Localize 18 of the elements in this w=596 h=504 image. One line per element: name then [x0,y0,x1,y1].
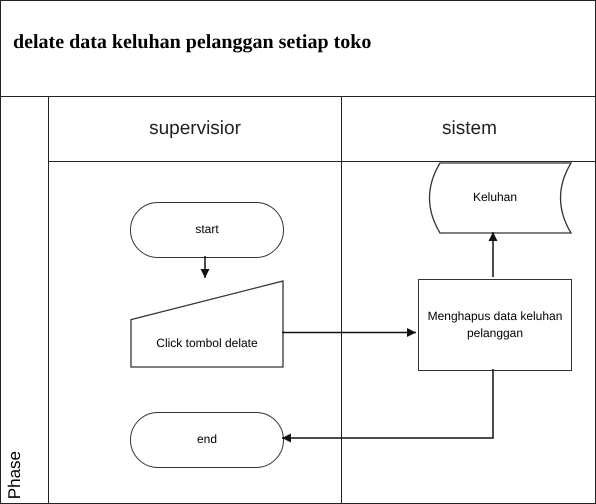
lane-title: supervisior [49,97,341,162]
swimlane [341,96,596,504]
arrow [488,232,498,277]
manual-input-shape [130,280,284,368]
node-label: Click tombol delate [155,335,259,352]
terminator-shape [130,412,284,468]
arrow [200,256,210,278]
swimlane [48,96,341,504]
node-label: end [196,431,218,448]
node-label: Menghapus data keluhan pelanggan [427,308,563,342]
arrow [282,369,494,442]
phase-label: Phase [5,450,25,499]
arrow [282,328,416,337]
pool-title: delate data keluhan pelanggan setiap toko [13,31,372,54]
node-label: start [194,221,220,238]
node-label: Keluhan [472,189,518,206]
process-box [418,279,572,371]
terminator-shape [130,202,284,258]
